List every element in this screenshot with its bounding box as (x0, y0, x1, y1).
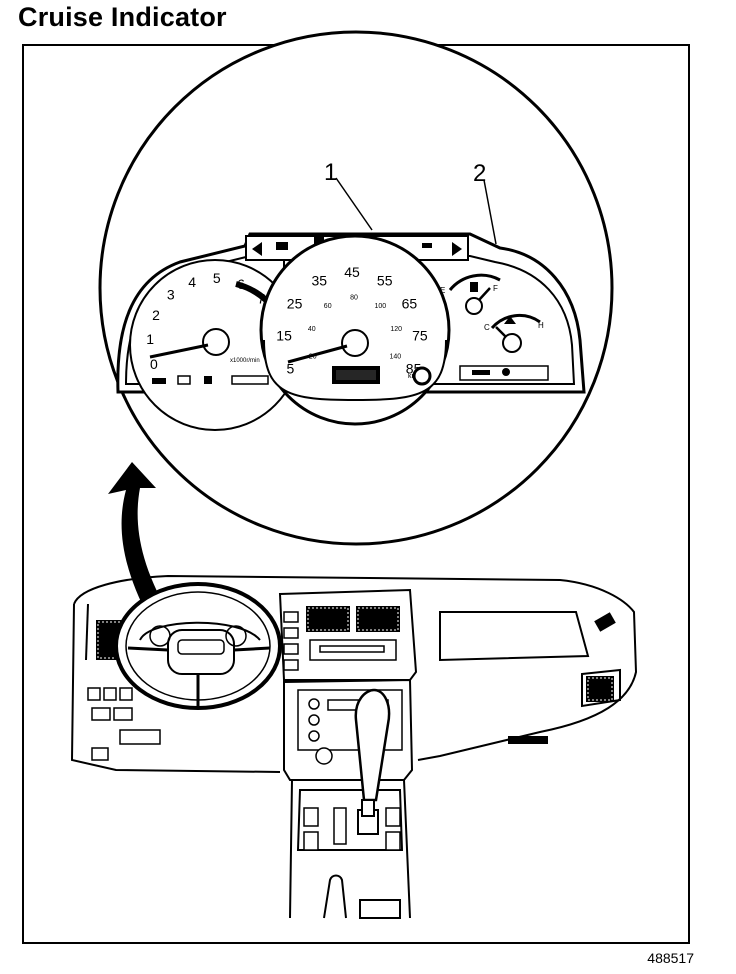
speedometer-kmh-tick-label: 100 (374, 303, 386, 310)
tachometer-tick-label: 6 (237, 276, 245, 292)
trip-odometer-display (332, 366, 380, 384)
temperature-gauge-hub (502, 333, 522, 353)
tachometer-unit-label: x1000r/min (230, 358, 260, 364)
tachometer-tick-label: 4 (188, 274, 196, 290)
page-title: Cruise Indicator (18, 2, 227, 32)
oil-warning-icon (152, 378, 166, 384)
indicator-lamp-icon (422, 243, 432, 248)
speedometer-needle (287, 344, 348, 364)
temp-hot-label: H (538, 321, 544, 330)
tachometer-tick-label: 5 (213, 270, 221, 286)
tachometer-tick-label: 1 (146, 331, 154, 347)
tachometer-hub (202, 328, 230, 356)
turn-signal-left-icon (252, 242, 262, 256)
speedometer-hub (341, 329, 369, 357)
speedometer-kmh-tick-label: 140 (389, 354, 401, 361)
speedometer-mph-tick-label: 25 (287, 295, 303, 311)
coolant-temp-icon (504, 316, 516, 324)
temperature-gauge-needle (495, 326, 507, 338)
figure-number: 488517 (647, 950, 694, 966)
fuel-gauge: E F (440, 273, 501, 315)
fuel-empty-label: E (440, 286, 445, 295)
speedometer-kmh-tick-label: 80 (350, 294, 358, 301)
tachometer-tick-label: 7 (257, 291, 265, 307)
speedometer-mph-tick-label: 35 (312, 272, 328, 288)
callout-1-label: 1 (324, 159, 337, 186)
fuel-gauge-hub (465, 297, 483, 315)
speedometer-mph-tick-label: 55 (377, 272, 393, 288)
tachometer-tick-label: 3 (167, 287, 175, 303)
gear-shift-lever (354, 688, 391, 835)
speedometer-mph-tick-label: 45 (344, 264, 360, 280)
speedometer-mph-tick-label: 65 (402, 295, 418, 311)
fuel-full-label: F (493, 284, 498, 293)
center-air-vents (306, 606, 400, 632)
temperature-gauge: C H (484, 314, 544, 353)
fuel-pump-icon (470, 282, 478, 292)
speedometer-kmh-tick-label: 20 (309, 354, 317, 361)
callout-2-label: 2 (473, 160, 486, 187)
odometer-display (231, 375, 269, 385)
speedometer-mph-tick-label: 5 (287, 361, 295, 377)
trip-reset-knob (412, 366, 432, 386)
warning-lamp-icon (276, 242, 288, 250)
temp-cold-label: C (484, 323, 490, 332)
tachometer-needle (149, 343, 209, 359)
glovebox-handle (508, 736, 548, 744)
callout-2-leader (483, 179, 497, 245)
tachometer-tick-label: 0 (150, 356, 158, 372)
console-switches (303, 807, 401, 851)
right-air-vent (586, 612, 616, 702)
left-switch-panel (87, 687, 161, 761)
speedometer-mph-tick-label: 15 (276, 328, 292, 344)
speedometer-mph-tick-label: 75 (412, 328, 428, 344)
parking-brake (323, 874, 401, 919)
tachometer-tick-label: 2 (152, 307, 160, 323)
battery-warning-icon (177, 375, 191, 385)
brake-warning-icon (204, 376, 212, 384)
turn-signal-right-icon (452, 242, 462, 256)
pointer-arrow (108, 462, 168, 620)
speedometer-kmh-tick-label: 60 (324, 303, 332, 310)
steering-wheel (114, 582, 282, 710)
speedometer-kmh-tick-label: 40 (308, 326, 316, 333)
hazard-switch-buttons (283, 611, 299, 671)
callout-1-leader (335, 177, 373, 231)
speedometer-kmh-tick-label: 120 (390, 326, 402, 333)
fuel-gauge-needle (478, 287, 491, 301)
